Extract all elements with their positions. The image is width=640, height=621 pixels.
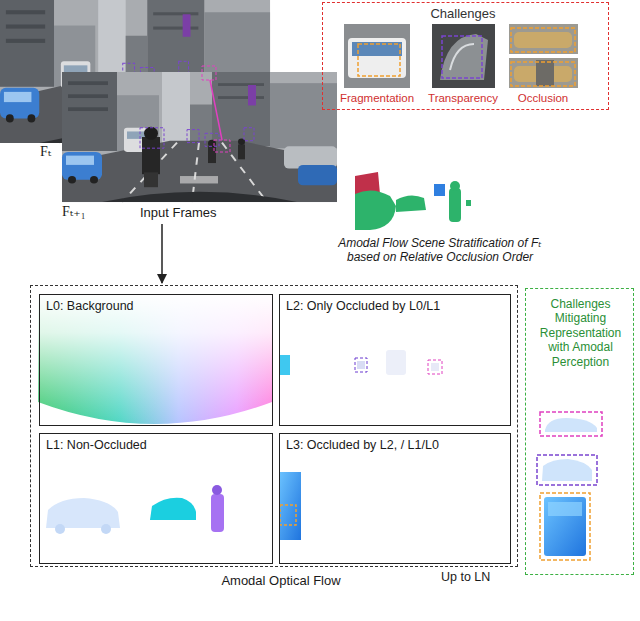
mitigation-examples [537, 412, 602, 560]
challenge-label: Fragmentation [337, 92, 417, 106]
layer-panel: L1: Non-Occluded [39, 433, 273, 564]
mitigation-box: Challenges Mitigating Representation wit… [525, 288, 634, 575]
node-label: Fₜ [40, 144, 51, 161]
flow-layers-box: L0: Background L2: Only Occluded by L0/L1… [30, 285, 518, 567]
correspondence-line [202, 66, 230, 152]
node-label: L0: Background [46, 299, 134, 314]
node-sublabel: Input Frames [140, 205, 217, 221]
frame-t1 [62, 72, 337, 202]
layer-l3-flow [279, 472, 301, 540]
node-label: Challenges [323, 6, 603, 22]
layer-panel: L3: Occluded by L2, / L1/L0 [279, 433, 511, 564]
challenge-images [344, 24, 578, 88]
challenge-label: Transparency [423, 92, 503, 106]
node-label: L1: Non-Occluded [46, 438, 147, 453]
node-label: Challenges Mitigating Representation wit… [530, 297, 631, 369]
node-label: Amodal Optical Flow [191, 573, 371, 589]
input-frames: FₜFₜ₊₁ Input Frames [0, 0, 340, 222]
layer-l2-flow [279, 350, 442, 375]
stratification-panel: Amodal Flow Scene Stratification of Fₜ b… [335, 145, 545, 265]
challenge-label: Occlusion [508, 92, 578, 106]
layer-l1-flow [46, 485, 224, 534]
node-label: L2: Only Occluded by L0/L1 [286, 299, 440, 314]
layer-l0-flow [38, 293, 272, 425]
node-sublabel: Up to LN [441, 570, 490, 585]
layer-panel: L2: Only Occluded by L0/L1 [279, 294, 511, 426]
node-label: Amodal Flow Scene Stratification of Fₜ b… [335, 236, 545, 265]
node-sublabel: Fₜ₊₁ [62, 204, 86, 221]
flow-arrow [161, 224, 163, 283]
stratification-map [355, 172, 471, 230]
node-label: L3: Occluded by L2, / L1/L0 [286, 438, 439, 453]
layer-panel: L0: Background [39, 294, 273, 426]
